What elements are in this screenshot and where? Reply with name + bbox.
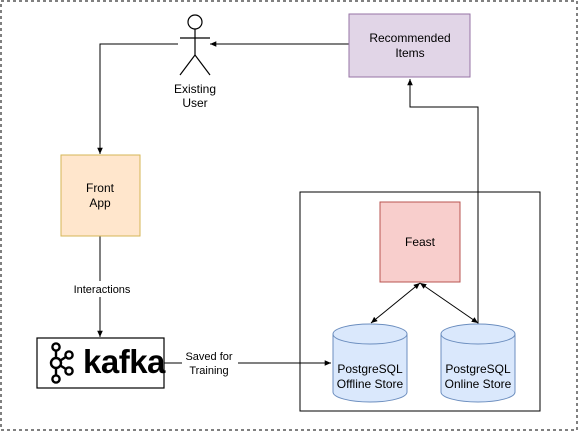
edge-feast-offline [370, 282, 421, 324]
online-store-cylinder [440, 323, 516, 403]
saved-for-label: Saved for [185, 351, 232, 363]
edge-online-store-to-items [407, 79, 479, 324]
recommended-items-line2: Items [395, 46, 424, 60]
user-label-line2: User [182, 96, 207, 110]
online-store-line2: Online Store [445, 377, 512, 391]
offline-store-line2: Offline Store [337, 377, 404, 391]
offline-store-cylinder [332, 323, 408, 403]
front-app-line1: Front [86, 181, 115, 195]
user-actor-icon [179, 14, 211, 76]
interactions-label: Interactions [74, 284, 131, 296]
kafka-logo-icon [49, 342, 74, 384]
offline-store-line1: PostgreSQL [337, 362, 403, 376]
feast-label: Feast [405, 235, 436, 249]
recommended-items-line1: Recommended [369, 31, 450, 45]
edge-user-to-front-app [97, 43, 178, 154]
online-store-line1: PostgreSQL [445, 362, 511, 376]
feast-box [379, 201, 461, 283]
front-app-box [60, 154, 141, 237]
kafka-box [36, 337, 165, 389]
training-label: Training [189, 365, 228, 377]
feature-store-container [299, 191, 541, 412]
edge-feast-online [419, 282, 479, 324]
recommended-items-box [348, 13, 471, 78]
front-app-line2: App [89, 196, 111, 210]
kafka-wordmark: kafka [83, 343, 166, 380]
user-label-line1: Existing [174, 82, 216, 96]
